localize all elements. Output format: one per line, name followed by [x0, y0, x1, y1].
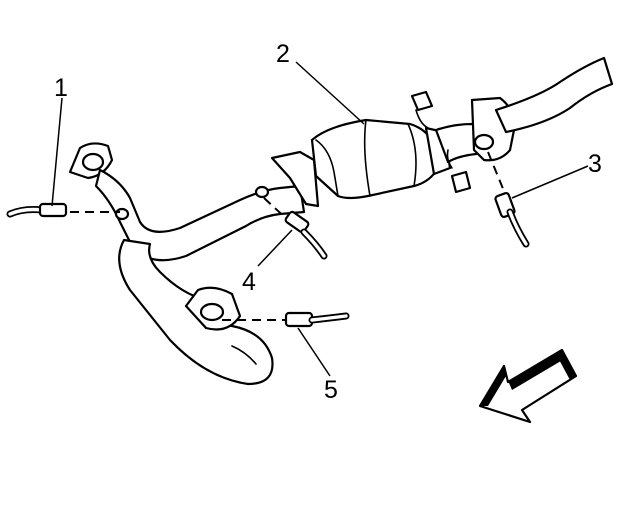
- callout-5: 5: [324, 376, 338, 404]
- y-pipe: [68, 142, 306, 386]
- oxygen-sensor-5: [222, 311, 350, 328]
- oxygen-sensor-1: [6, 202, 120, 218]
- callout-3: 3: [588, 150, 602, 178]
- leader-line-2: [295, 61, 365, 125]
- leader-line-1: [51, 97, 63, 207]
- oxygen-sensor-4: [263, 197, 328, 260]
- catalytic-converter: [270, 118, 452, 208]
- front-direction-arrow-icon: [478, 348, 578, 424]
- callout-4: 4: [242, 268, 256, 296]
- callout-2: 2: [276, 40, 290, 68]
- oxygen-sensor-3: [487, 151, 530, 248]
- leader-line-4: [257, 229, 293, 267]
- rear-pipe: [410, 56, 614, 194]
- leader-line-5: [297, 327, 331, 377]
- leader-line-3: [511, 165, 589, 199]
- callout-1: 1: [54, 74, 68, 102]
